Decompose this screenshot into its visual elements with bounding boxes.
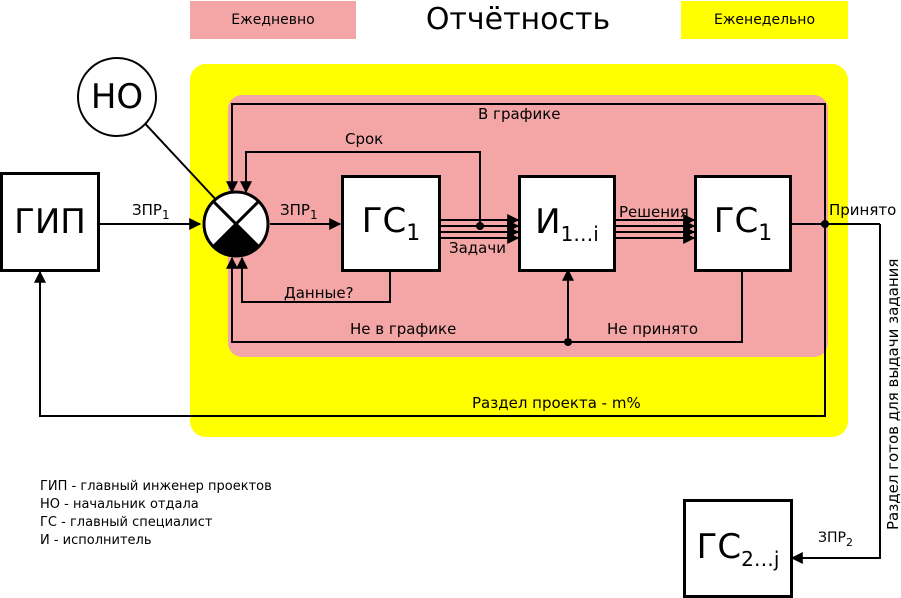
weekly-tag: Еженедельно bbox=[681, 1, 848, 39]
zpr1-label-mid: ЗПР1 bbox=[280, 201, 318, 222]
legend-item: ГС - главный специалист bbox=[40, 515, 213, 530]
prinyato-label: Принято bbox=[829, 201, 897, 219]
srok-label: Срок bbox=[345, 130, 384, 148]
dannye-label: Данные? bbox=[284, 284, 354, 302]
ne-prinyato-label: Не принято bbox=[607, 320, 699, 338]
zpr1-label-left: ЗПР1 bbox=[132, 201, 170, 222]
no-node: НО bbox=[77, 57, 157, 137]
gip-block: ГИП bbox=[0, 172, 100, 272]
gs1-right-block: ГС1 bbox=[694, 175, 792, 272]
summing-node bbox=[202, 190, 270, 258]
daily-tag: Ежедневно bbox=[190, 1, 356, 39]
daily-tag-label: Ежедневно bbox=[231, 12, 315, 28]
legend-item: И - исполнитель bbox=[40, 533, 152, 548]
resheniya-label: Решения bbox=[619, 203, 689, 221]
page-title: Отчётность bbox=[425, 2, 611, 37]
gs2-label: ГС2…j bbox=[696, 526, 780, 571]
gs1-left-block: ГС1 bbox=[341, 175, 441, 272]
ne-v-grafike-label: Не в графике bbox=[350, 320, 457, 338]
zadachi-label: Задачи bbox=[449, 239, 506, 257]
legend-item: ГИП - главный инженер проектов bbox=[40, 479, 272, 494]
zpr2-label: ЗПР2 bbox=[818, 530, 853, 549]
gs2-block: ГС2…j bbox=[683, 499, 793, 598]
gip-label: ГИП bbox=[14, 202, 86, 242]
isp-block: И1…i bbox=[518, 175, 616, 272]
legend-item: НО - начальник отдала bbox=[40, 497, 199, 512]
gs1-right-label: ГС1 bbox=[713, 201, 773, 246]
razdel-gotov-label: Раздел готов для выдачи задания bbox=[884, 258, 901, 530]
isp-label: И1…i bbox=[535, 201, 599, 246]
no-label: НО bbox=[90, 77, 144, 117]
gs1-left-label: ГС1 bbox=[361, 201, 421, 246]
razdel-label: Раздел проекта - m% bbox=[472, 394, 641, 412]
legend: ГИП - главный инженер проектов НО - нача… bbox=[40, 478, 272, 550]
weekly-tag-label: Еженедельно bbox=[713, 12, 816, 28]
v-grafike-label: В графике bbox=[478, 105, 561, 123]
